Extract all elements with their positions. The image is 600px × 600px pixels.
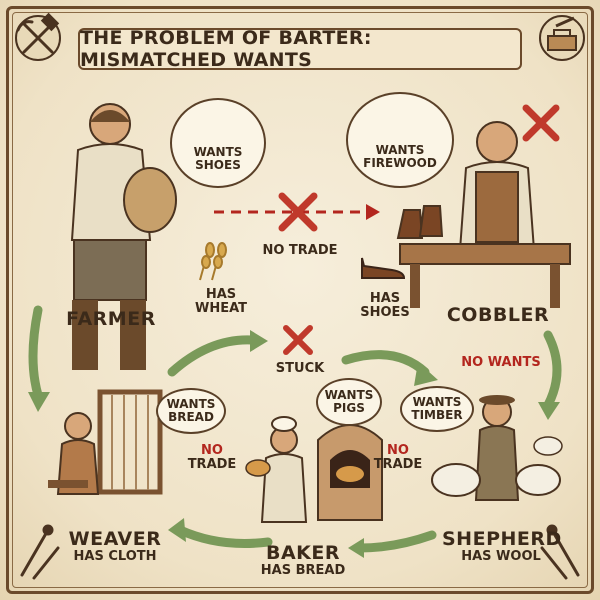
farmer-has-label: HAS WHEAT — [188, 288, 254, 315]
shepherd-wants-line2: TIMBER — [411, 408, 463, 422]
red-x-icon — [278, 192, 318, 232]
wheat-icon — [199, 242, 227, 281]
no-trade-top-label: NO TRADE — [262, 243, 338, 258]
farmer-name: FARMER — [66, 308, 156, 330]
weaver-figure — [48, 389, 163, 495]
baker-name: BAKER — [265, 542, 341, 564]
farmer-has-line2: WHEAT — [194, 300, 248, 316]
red-x-icon — [283, 325, 313, 355]
no-trade-left-label: NO TRADE — [184, 444, 240, 471]
hammer-pick-icon — [15, 12, 61, 61]
stuck-label: STUCK — [275, 361, 325, 376]
cobbler-wants-line1: WANTS — [375, 142, 425, 157]
cobbler-wants-line2: FIREWOOD — [363, 156, 437, 170]
tools-icon — [540, 524, 580, 580]
cobbler-has-line2: SHOES — [360, 304, 410, 320]
baker-label: BAKER HAS BREAD — [248, 542, 358, 578]
cobbler-figure — [396, 121, 571, 308]
toolbox-icon — [539, 15, 585, 61]
shepherd-figure — [431, 395, 563, 501]
farmer-wants-line2: SHOES — [195, 158, 241, 172]
page-title: THE PROBLEM OF BARTER: MISMATCHED WANTS — [80, 27, 372, 71]
farmer-figure — [70, 103, 177, 370]
baker-figure — [245, 416, 383, 523]
farmer-wants-bubble: WANTS SHOES — [170, 98, 266, 188]
shepherd-wants-bubble: WANTS TIMBER — [400, 386, 474, 432]
weaver-name: WEAVER — [68, 528, 162, 550]
dashed-trade-arrow — [214, 204, 380, 220]
weaver-label: WEAVER HAS CLOTH — [60, 528, 170, 564]
no-wants-text: NO WANTS — [461, 355, 541, 370]
no-trade-right-line1: NO — [387, 443, 409, 458]
farmer-wants-line1: WANTS — [193, 144, 243, 159]
title-banner: THE PROBLEM OF BARTER: MISMATCHED WANTS — [78, 27, 522, 71]
no-trade-left-line2: TRADE — [187, 456, 237, 472]
shoe-icon — [361, 257, 406, 279]
no-trade-left-line1: NO — [201, 443, 223, 458]
baker-has: HAS BREAD — [260, 562, 346, 578]
cycle-arrows — [28, 305, 562, 553]
inner-border — [12, 12, 588, 588]
tools-icon — [20, 524, 60, 580]
no-wants-label: NO WANTS — [456, 356, 546, 370]
no-trade-right-line2: TRADE — [373, 456, 423, 472]
cobbler-name: COBBLER — [446, 304, 550, 326]
weaver-wants-line2: BREAD — [168, 410, 214, 424]
shepherd-has: HAS WOOL — [461, 548, 541, 564]
baker-wants-line1: WANTS — [324, 387, 374, 402]
farmer-has-line1: HAS — [205, 287, 237, 302]
baker-wants-bubble: WANTS PIGS — [316, 378, 382, 426]
weaver-wants-bubble: WANTS BREAD — [156, 388, 226, 434]
shepherd-label: SHEPHERD HAS WOOL — [442, 528, 562, 564]
no-trade-right-label: NO TRADE — [370, 444, 426, 471]
shepherd-wants-line1: WANTS — [412, 394, 462, 409]
outer-border — [6, 6, 594, 594]
cobbler-has-line1: HAS — [369, 291, 401, 306]
red-x-icon — [522, 104, 560, 142]
baker-wants-line2: PIGS — [333, 401, 365, 415]
weaver-wants-line1: WANTS — [166, 396, 216, 411]
cobbler-has-label: HAS SHOES — [352, 292, 418, 319]
cycle-arrowheads — [28, 330, 560, 558]
cobbler-wants-bubble: WANTS FIREWOOD — [346, 92, 454, 188]
shepherd-name: SHEPHERD — [442, 528, 562, 550]
weaver-has: HAS CLOTH — [73, 548, 157, 564]
